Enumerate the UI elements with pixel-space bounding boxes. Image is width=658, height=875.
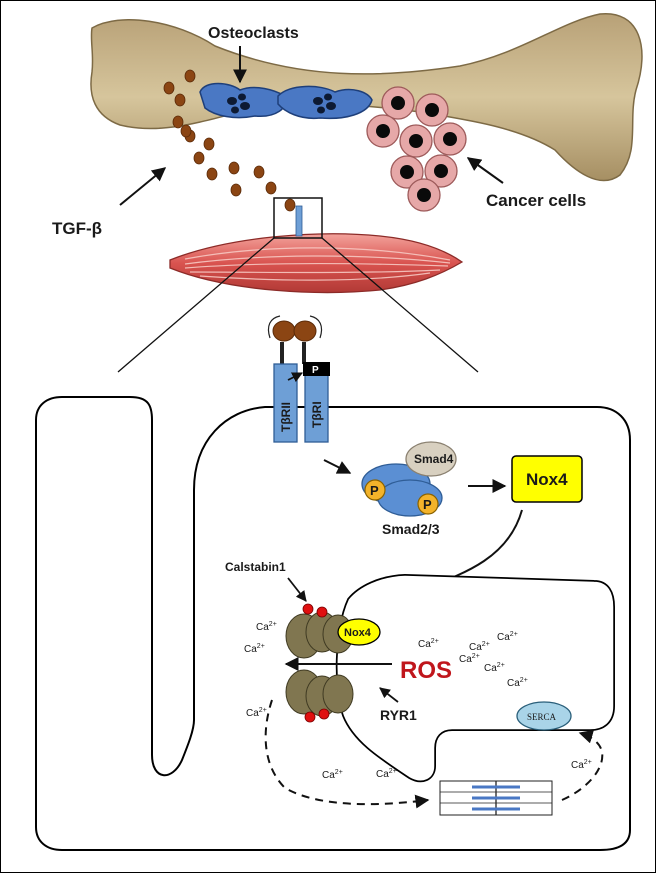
cancer-cells xyxy=(366,86,467,212)
ca-ion: Ca2+ xyxy=(571,759,592,771)
calstabin1-label: Calstabin1 xyxy=(225,560,286,574)
ryr1-arrow xyxy=(379,687,399,703)
ca-ion: Ca2+ xyxy=(418,638,439,650)
ca-ion: Ca2+ xyxy=(244,643,265,655)
sarcomere xyxy=(439,780,553,816)
p-tag-smad-right: P xyxy=(423,497,432,512)
receptor-phospho-arrow xyxy=(287,372,303,383)
calstabin1-arrow xyxy=(287,577,307,602)
tgf-beta-receptor xyxy=(267,315,330,443)
ryr1-label: RYR1 xyxy=(380,707,417,723)
tgf-beta-particles xyxy=(163,69,296,212)
p-tag-receptor: P xyxy=(312,365,319,376)
nox4-box-label: Nox4 xyxy=(526,470,568,489)
serca-label: SERCA xyxy=(527,712,557,722)
zoom-line-right xyxy=(321,237,479,373)
tbri-label: TβRI xyxy=(310,401,324,428)
tgf-beta-arrow xyxy=(119,167,167,206)
sarcomere-to-serca-arrow xyxy=(561,729,604,801)
ca-ion: Ca2+ xyxy=(469,641,490,653)
p-tag-smad-left: P xyxy=(370,483,379,498)
ca-ion: Ca2+ xyxy=(484,662,505,674)
nox4-oval-label: Nox4 xyxy=(344,627,372,639)
ca-ion: Ca2+ xyxy=(497,631,518,643)
cancer-cells-label: Cancer cells xyxy=(486,191,586,210)
calstabin1-dots xyxy=(302,603,330,723)
ca-ion: Ca2+ xyxy=(507,677,528,689)
tgf-beta-label: TGF-β xyxy=(52,219,102,238)
ca-ion: Ca2+ xyxy=(246,707,267,719)
receptor-to-smad-arrow xyxy=(323,459,352,474)
cancer-cells-arrow xyxy=(466,157,504,184)
ca-ion: Ca2+ xyxy=(256,621,277,633)
smad23-label: Smad2/3 xyxy=(382,521,440,537)
zoom-line-left xyxy=(117,237,275,373)
zoom-box xyxy=(273,197,323,239)
muscle-fiber-outline xyxy=(35,396,631,851)
ros-label: ROS xyxy=(400,657,452,684)
nox4-box xyxy=(511,455,583,503)
ca-ion: Ca2+ xyxy=(376,768,397,780)
tbrii-label: TβRII xyxy=(279,402,293,432)
ca-ion: Ca2+ xyxy=(322,769,343,781)
smad-complex xyxy=(361,441,457,517)
serca-pump xyxy=(516,701,572,731)
smad4-label: Smad4 xyxy=(414,452,454,466)
ca-ion: Ca2+ xyxy=(459,653,480,665)
muscle xyxy=(169,205,464,294)
osteoclasts-label: Osteoclasts xyxy=(208,25,299,42)
nox4-oval xyxy=(337,618,381,646)
calcium-ions: Ca2+ Ca2+ Ca2+ Ca2+ Ca2+ Ca2+ Ca2+ Ca2+ … xyxy=(244,621,592,781)
calcium-to-sarcomere-arrow xyxy=(264,699,430,809)
osteoclasts xyxy=(199,82,373,120)
